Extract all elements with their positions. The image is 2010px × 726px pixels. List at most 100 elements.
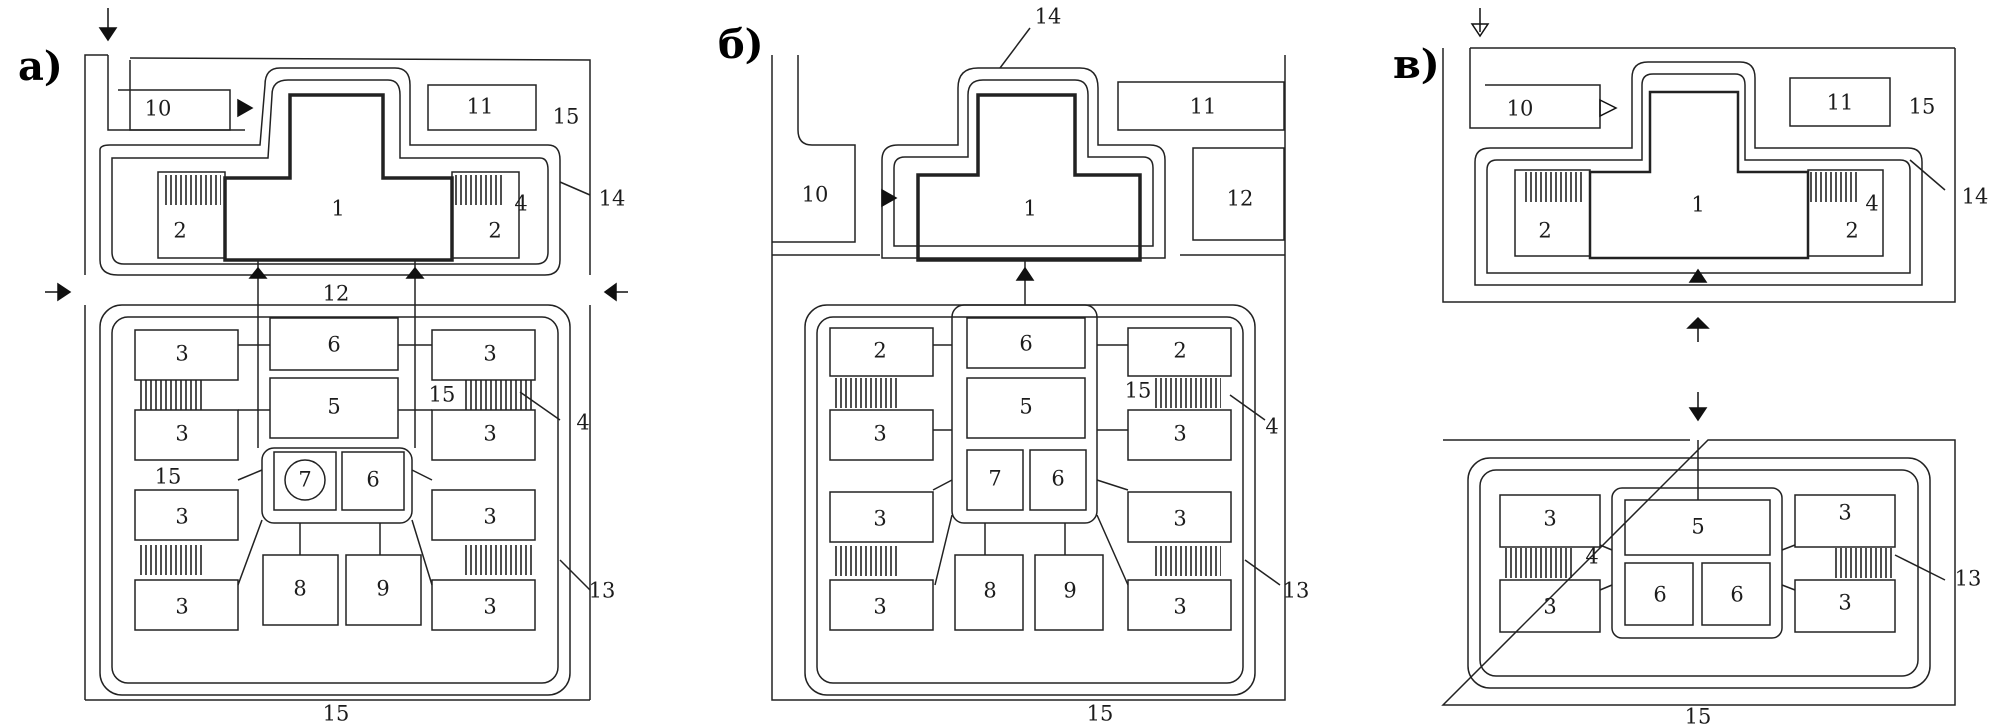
entry-arrow <box>1686 316 1710 342</box>
label-2: 2 <box>488 219 501 243</box>
label-3: 3 <box>1543 595 1556 619</box>
label-6: 6 <box>366 468 379 492</box>
footpath <box>1599 440 1796 591</box>
label-5: 5 <box>1019 395 1032 419</box>
label-7: 7 <box>298 468 311 492</box>
panel-a: а) <box>18 8 628 701</box>
label-2: 2 <box>873 339 886 363</box>
entry-arrow <box>248 266 268 279</box>
label-10: 10 <box>1507 97 1534 121</box>
main-building <box>223 93 454 262</box>
block-11 <box>1789 77 1891 127</box>
perimeter-road-inner <box>1486 73 1911 274</box>
block-9 <box>345 554 422 626</box>
perimeter-road-outer <box>1474 61 1923 286</box>
label-15: 15 <box>323 702 350 726</box>
label-14: 14 <box>1962 185 1989 209</box>
label-6: 6 <box>1019 332 1032 356</box>
hatch-area <box>1810 172 1860 202</box>
wing-left <box>157 171 226 259</box>
label-3: 3 <box>873 422 886 446</box>
lower-road-inner <box>1479 469 1919 677</box>
block-8 <box>954 554 1024 631</box>
label-14: 14 <box>599 187 626 211</box>
hatch-area <box>465 545 533 575</box>
site-boundary <box>1442 47 1956 303</box>
label-10: 10 <box>802 183 829 207</box>
label-8: 8 <box>983 579 996 603</box>
label-2: 2 <box>173 219 186 243</box>
building-3 <box>431 489 536 541</box>
block-6 <box>1624 562 1694 626</box>
label-3: 3 <box>175 422 188 446</box>
building-2 <box>1127 327 1232 377</box>
perimeter-road-inner <box>111 79 549 265</box>
label-4: 4 <box>1265 415 1278 439</box>
label-12: 12 <box>323 282 350 306</box>
label-9: 9 <box>1063 579 1076 603</box>
building-3 <box>134 579 239 631</box>
hatch-area <box>1525 172 1585 202</box>
label-15: 15 <box>1909 95 1936 119</box>
label-13: 13 <box>589 579 616 603</box>
label-3: 3 <box>175 505 188 529</box>
leader-line <box>1894 554 1946 581</box>
block-10 <box>107 55 231 131</box>
hatch-area <box>1155 546 1221 576</box>
entry-arrow <box>881 188 898 208</box>
label-3: 3 <box>1173 507 1186 531</box>
building-3 <box>1127 491 1232 543</box>
label-2: 2 <box>1538 219 1551 243</box>
label-3: 3 <box>873 507 886 531</box>
footpath <box>932 260 1129 586</box>
center-court <box>261 447 413 524</box>
label-9: 9 <box>376 577 389 601</box>
label-11: 11 <box>1190 95 1217 119</box>
leader-line <box>1909 159 1946 191</box>
perimeter-road-inner <box>893 79 1154 247</box>
leader-line <box>519 181 591 591</box>
label-4: 4 <box>1585 545 1598 569</box>
footpath <box>237 260 433 586</box>
panel-b: б) <box>718 21 1286 701</box>
building-3 <box>431 579 536 631</box>
building-3 <box>1499 494 1601 548</box>
label-6: 6 <box>327 333 340 357</box>
block-6 <box>966 317 1086 369</box>
hatch-area <box>465 380 533 410</box>
building-3 <box>829 579 934 631</box>
entry-arrow <box>1470 8 1490 38</box>
entry-arrow <box>237 98 254 118</box>
label-15: 15 <box>1685 705 1712 726</box>
site-boundary <box>771 55 1286 701</box>
block-12 <box>1192 147 1285 241</box>
block-6-small <box>1029 449 1087 511</box>
perimeter-road-outer <box>881 67 1166 259</box>
label-3: 3 <box>1543 507 1556 531</box>
panel-c-letter: в) <box>1393 41 1440 88</box>
hatch-area <box>835 546 897 576</box>
panel-b-labels: 14 1 10 11 12 2 2 6 5 3 3 3 3 3 3 7 6 8 … <box>802 5 1310 726</box>
panel-c-labels: 10 11 15 1 2 2 4 14 5 3 3 3 3 6 6 4 13 1… <box>1507 91 1989 726</box>
building-3 <box>1794 579 1896 633</box>
label-3: 3 <box>1838 501 1851 525</box>
block-5 <box>269 377 399 439</box>
building-3 <box>134 489 239 541</box>
label-3: 3 <box>175 595 188 619</box>
entry-arrow <box>1688 268 1708 283</box>
panel-c: в) <box>1393 8 1956 706</box>
building-3 <box>1127 579 1232 631</box>
label-15: 15 <box>155 465 182 489</box>
label-3: 3 <box>1173 422 1186 446</box>
label-15: 15 <box>1087 702 1114 726</box>
hatch-area <box>1155 378 1221 408</box>
label-3: 3 <box>483 422 496 446</box>
block-10 <box>1469 48 1601 129</box>
block-6-small <box>341 451 405 511</box>
label-15: 15 <box>1125 379 1152 403</box>
label-14: 14 <box>1035 5 1062 29</box>
entry-arrow <box>98 8 118 42</box>
block-7 <box>966 449 1024 511</box>
block-11 <box>1117 81 1285 131</box>
